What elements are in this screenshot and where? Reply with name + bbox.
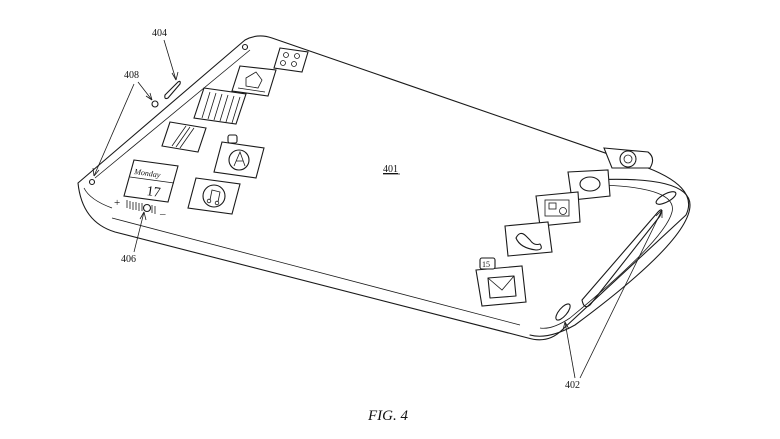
leader-408-a bbox=[137, 81, 153, 101]
volume-knob[interactable] bbox=[142, 203, 152, 213]
volume-plus-label: + bbox=[114, 197, 120, 209]
leader-406 bbox=[133, 211, 145, 253]
bottom-edge-line bbox=[111, 217, 521, 326]
calendar-date: 17 bbox=[145, 184, 161, 201]
calendar-day-label: Monday bbox=[133, 167, 162, 180]
mail-app-icon[interactable]: 15 bbox=[475, 257, 527, 307]
volume-minus-label: – bbox=[159, 208, 166, 220]
leader-404 bbox=[163, 39, 177, 81]
app-store-notification-badge bbox=[227, 134, 238, 144]
right-end-oval-bottom bbox=[555, 303, 571, 321]
leader-402-a bbox=[564, 321, 576, 379]
left-app-icons: Monday 17 bbox=[123, 47, 309, 215]
volume-control[interactable]: + – bbox=[114, 197, 166, 220]
left-edge-curve-outer bbox=[83, 187, 113, 209]
right-end-slot bbox=[581, 209, 663, 308]
notes-app-icon[interactable] bbox=[193, 87, 247, 125]
left-edge-button-top bbox=[151, 100, 159, 108]
music-app-icon[interactable] bbox=[187, 177, 241, 215]
dots-grid-app-icon[interactable] bbox=[273, 47, 309, 73]
reference-annotations: 404 408 401 406 402 bbox=[92, 28, 663, 391]
stocks-app-icon[interactable] bbox=[161, 121, 207, 153]
photos-app-icon[interactable] bbox=[231, 65, 277, 97]
right-end-portion bbox=[529, 178, 691, 337]
left-edge-speaker-slot bbox=[164, 80, 181, 100]
leader-408-b bbox=[93, 83, 135, 177]
mail-badge bbox=[479, 257, 496, 270]
settings-gear-icon[interactable] bbox=[603, 147, 654, 169]
left-edge-curve-inner bbox=[94, 49, 251, 179]
left-edge-button-low bbox=[88, 178, 96, 186]
ref-404: 404 bbox=[152, 28, 167, 39]
left-edge-button-mid bbox=[241, 43, 249, 51]
right-end-inner-curve bbox=[539, 184, 673, 329]
mail-badge-count: 15 bbox=[482, 260, 490, 269]
leader-402-b bbox=[579, 209, 663, 379]
camera-app-icon[interactable] bbox=[535, 191, 581, 227]
app-store-app-icon[interactable] bbox=[213, 134, 265, 179]
ref-408: 408 bbox=[124, 70, 139, 81]
ref-401: 401 bbox=[383, 164, 398, 175]
figure-caption: FIG. 4 bbox=[367, 408, 408, 424]
ref-402: 402 bbox=[565, 380, 580, 391]
calendar-app-icon[interactable]: Monday 17 bbox=[123, 159, 179, 203]
ref-406: 406 bbox=[121, 254, 136, 265]
right-end-oval-top bbox=[655, 191, 677, 205]
curved-device-body bbox=[77, 35, 691, 341]
phone-app-icon[interactable] bbox=[504, 221, 553, 257]
volume-ticks bbox=[126, 200, 156, 214]
device-screen-outline bbox=[77, 35, 690, 341]
right-app-icons: 15 bbox=[475, 147, 654, 307]
